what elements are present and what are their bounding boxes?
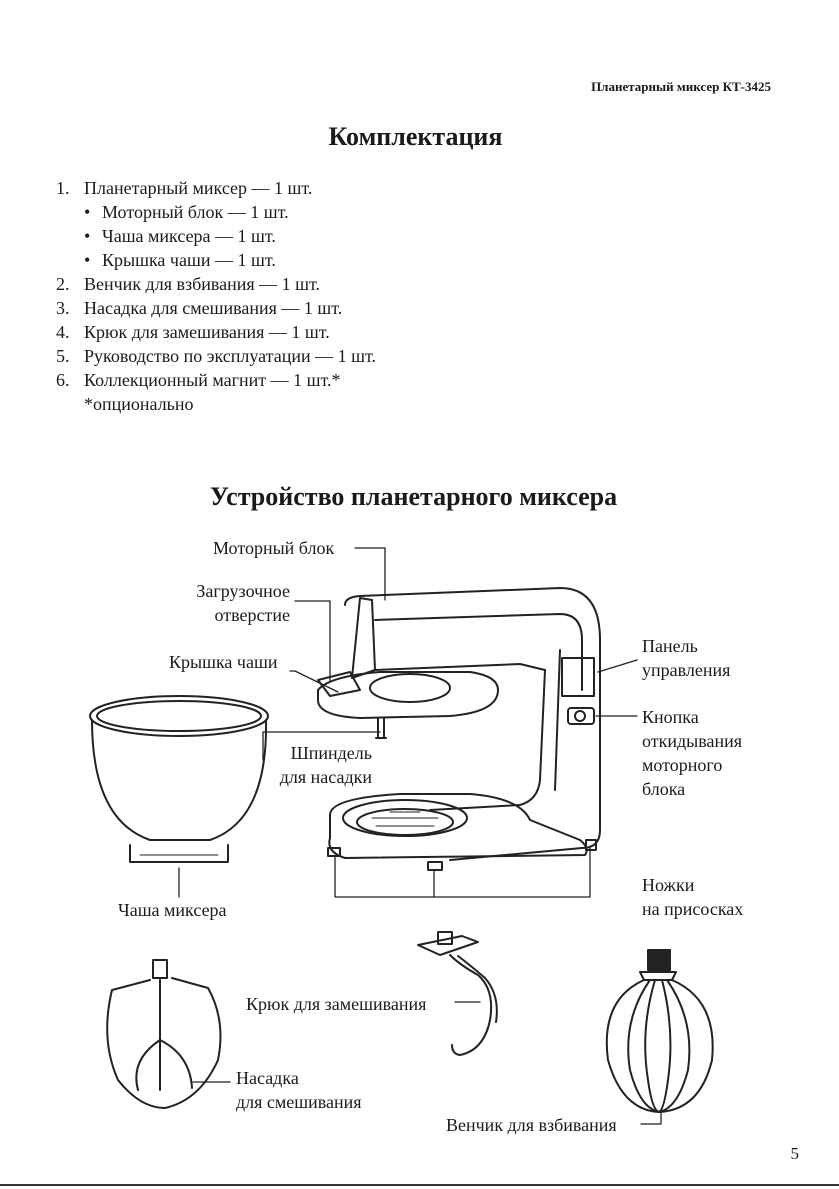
flat-beater-illustration <box>106 959 222 1109</box>
list-item: 4.Крюк для замешивания — 1 шт. <box>56 322 330 342</box>
label-feet: Ножки на присосках <box>642 875 744 919</box>
footnote: *опционально <box>84 394 194 414</box>
list-item: 2.Венчик для взбивания — 1 шт. <box>56 274 321 294</box>
section-title-contents: Комплектация <box>328 122 503 151</box>
label-motor-block: Моторный блок <box>213 538 335 558</box>
section-title-device: Устройство планетарного миксера <box>209 482 618 511</box>
list-item: 1.Планетарный миксер — 1 шт. <box>56 178 313 198</box>
label-control-panel: Панель управления <box>642 636 731 680</box>
label-tilt-button: Кнопка откидывания моторного блока <box>642 707 743 799</box>
label-loading-hole: Загрузочное отверстие <box>196 581 290 625</box>
list-item: 6.Коллекционный магнит — 1 шт.* <box>56 370 341 390</box>
sub-list-item: •Чаша миксера — 1 шт. <box>84 226 276 246</box>
mixer-illustration <box>317 587 601 871</box>
label-bowl: Чаша миксера <box>118 900 227 920</box>
dough-hook-illustration <box>417 931 498 1056</box>
whisk-illustration <box>605 949 714 1113</box>
page-number: 5 <box>790 1144 800 1163</box>
label-whisk: Венчик для взбивания <box>446 1115 617 1135</box>
page-bottom-rule <box>0 1184 839 1186</box>
label-spindle: Шпиндель для насадки <box>279 743 372 787</box>
label-bowl-lid: Крышка чаши <box>169 652 278 672</box>
sub-list-item: •Моторный блок — 1 шт. <box>84 202 289 222</box>
list-item: 3.Насадка для смешивания — 1 шт. <box>56 298 343 318</box>
contents-list: 1.Планетарный миксер — 1 шт. •Моторный б… <box>56 176 376 416</box>
sub-list-item: •Крышка чаши — 1 шт. <box>84 250 276 270</box>
list-item: 5.Руководство по эксплуатации — 1 шт. <box>56 346 376 366</box>
running-header: Планетарный миксер КТ-3425 <box>591 79 771 94</box>
leader-lines <box>178 547 662 1125</box>
label-flat-beater: Насадка для смешивания <box>236 1068 362 1112</box>
bowl-illustration <box>89 695 269 863</box>
label-dough-hook: Крюк для замешивания <box>246 994 427 1014</box>
